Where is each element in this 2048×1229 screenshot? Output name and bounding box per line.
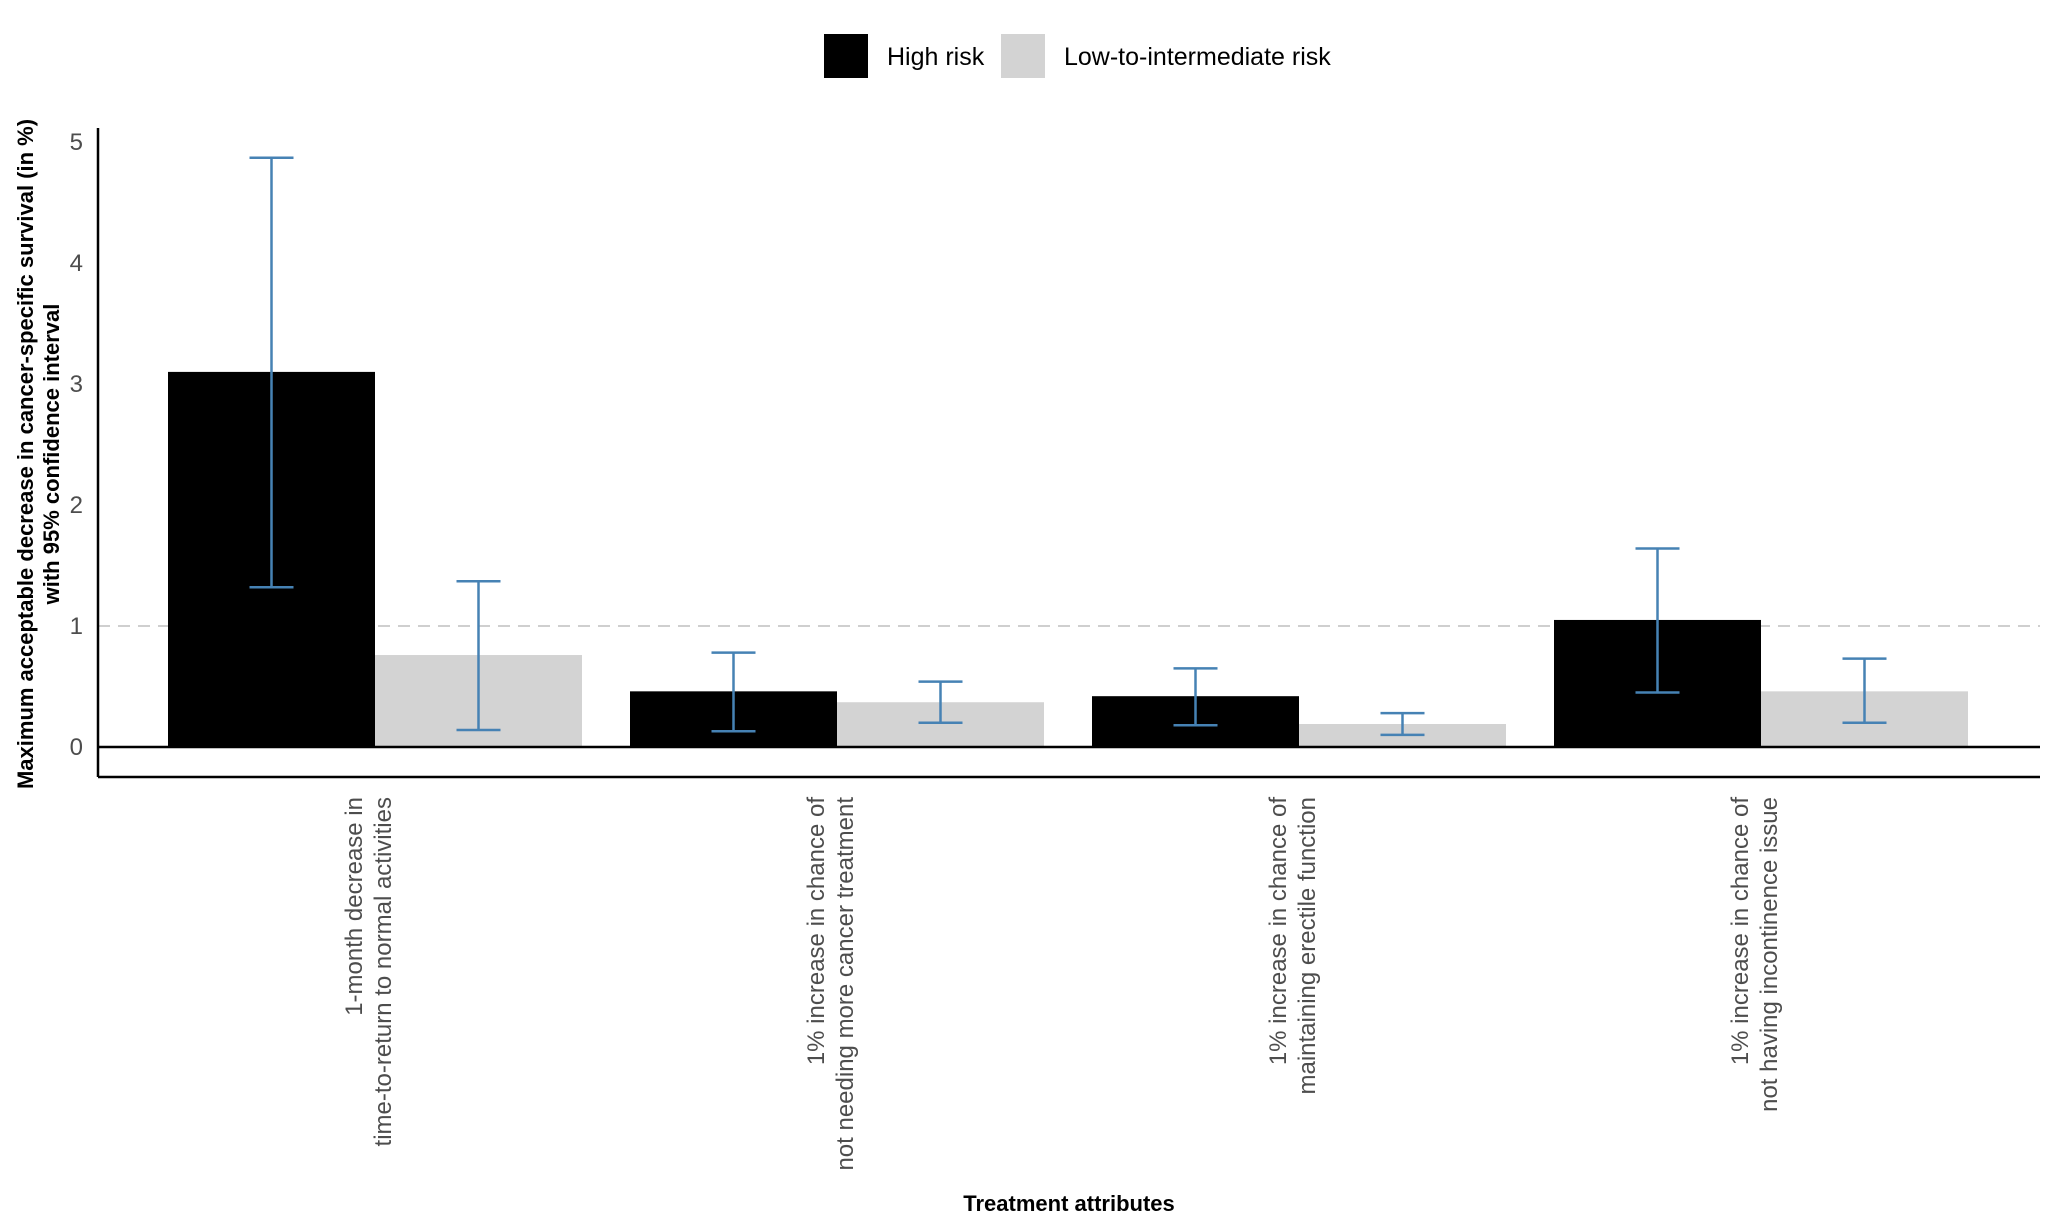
x-category-label-2-line-2: not needing more cancer treatment xyxy=(832,797,859,1171)
legend-label-2: Low-to-intermediate risk xyxy=(1064,43,1331,71)
y-tick-labels: 0 1 2 3 4 5 xyxy=(70,129,83,761)
axes-group xyxy=(96,128,2040,779)
y-axis-title: Maximum acceptable decrease in cancer-sp… xyxy=(13,119,64,789)
error-bars-group xyxy=(249,156,1887,737)
legend: High risk Low-to-intermediate risk xyxy=(824,34,1331,78)
x-category-label-4-line-1: 1% increase in chance of xyxy=(1727,797,1754,1065)
x-category-label-3-line-1: 1% increase in chance of xyxy=(1265,797,1292,1065)
error-bar-1-1 xyxy=(249,156,294,589)
y-axis-title-line-1: Maximum acceptable decrease in cancer-sp… xyxy=(13,119,38,789)
error-bar-4-2 xyxy=(1842,657,1887,725)
y-axis-title-line-2: with 95% confidence interval xyxy=(39,304,64,606)
error-bar-3-2 xyxy=(1380,711,1425,737)
y-tick-label-2: 2 xyxy=(70,492,83,519)
legend-swatch-1 xyxy=(824,34,868,78)
error-bar-2-2 xyxy=(918,680,963,725)
x-category-label-1-line-1: 1-month decrease in xyxy=(341,797,368,1016)
x-category-label-1-line-2: time-to-return to normal activities xyxy=(370,797,397,1146)
x-axis-title: Treatment attributes xyxy=(963,1191,1175,1216)
y-tick-label-0: 0 xyxy=(70,734,83,761)
error-bar-4-1 xyxy=(1635,547,1680,694)
error-bar-2-1 xyxy=(711,651,756,733)
y-tick-label-4: 4 xyxy=(70,250,83,277)
bars-group xyxy=(168,371,1968,747)
y-tick-label-3: 3 xyxy=(70,371,83,398)
y-tick-label-1: 1 xyxy=(70,613,83,640)
legend-label-1: High risk xyxy=(887,43,985,71)
legend-swatch-2 xyxy=(1001,34,1045,78)
x-category-label-2-line-1: 1% increase in chance of xyxy=(803,797,830,1065)
x-category-label-4-line-2: not having incontinence issue xyxy=(1756,797,1783,1112)
error-bar-1-2 xyxy=(456,579,501,732)
error-bar-3-1 xyxy=(1173,667,1218,727)
x-category-label-3-line-2: maintaining erectile function xyxy=(1294,797,1321,1095)
y-tick-label-5: 5 xyxy=(70,129,83,156)
